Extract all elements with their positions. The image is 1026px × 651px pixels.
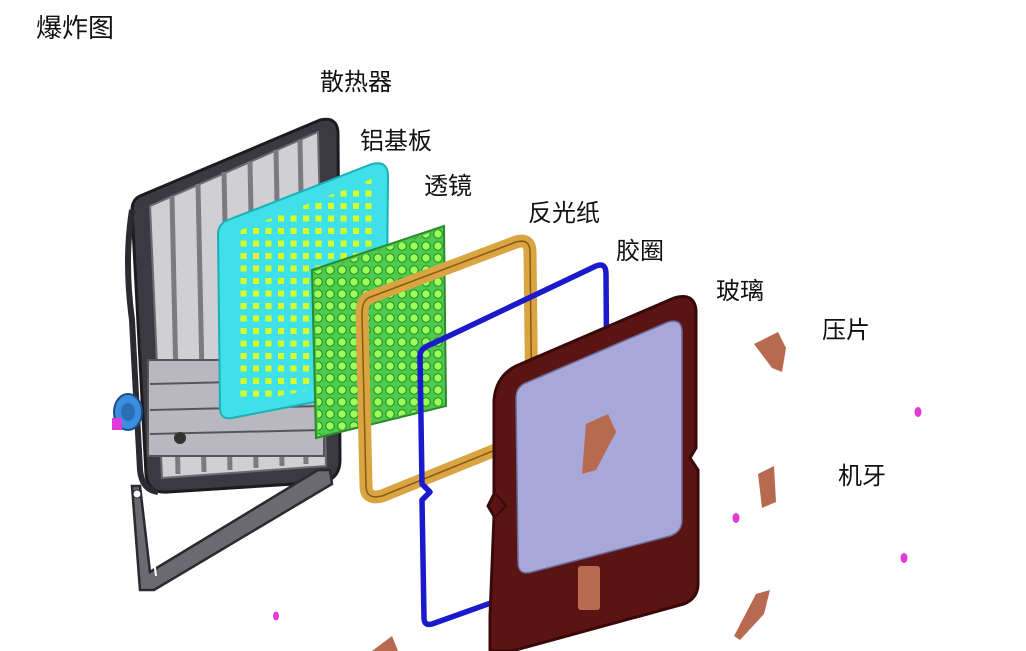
label-glass: 玻璃 (716, 277, 764, 305)
pressure-plate-parts (372, 332, 786, 651)
label-pressure-plate: 压片 (822, 316, 870, 344)
label-lens: 透镜 (424, 172, 472, 200)
label-gasket: 胶圈 (616, 237, 664, 265)
cable-gland-knob (112, 393, 143, 431)
screw-parts (273, 407, 922, 621)
label-reflector: 反光纸 (528, 199, 600, 227)
gasket-part (417, 262, 611, 628)
glass-part (486, 295, 700, 651)
page-title: 爆炸图 (36, 14, 115, 44)
label-heatsink: 散热器 (320, 68, 392, 96)
label-screw: 机牙 (838, 462, 886, 490)
label-aluminium-pcb: 铝基板 (360, 127, 432, 155)
